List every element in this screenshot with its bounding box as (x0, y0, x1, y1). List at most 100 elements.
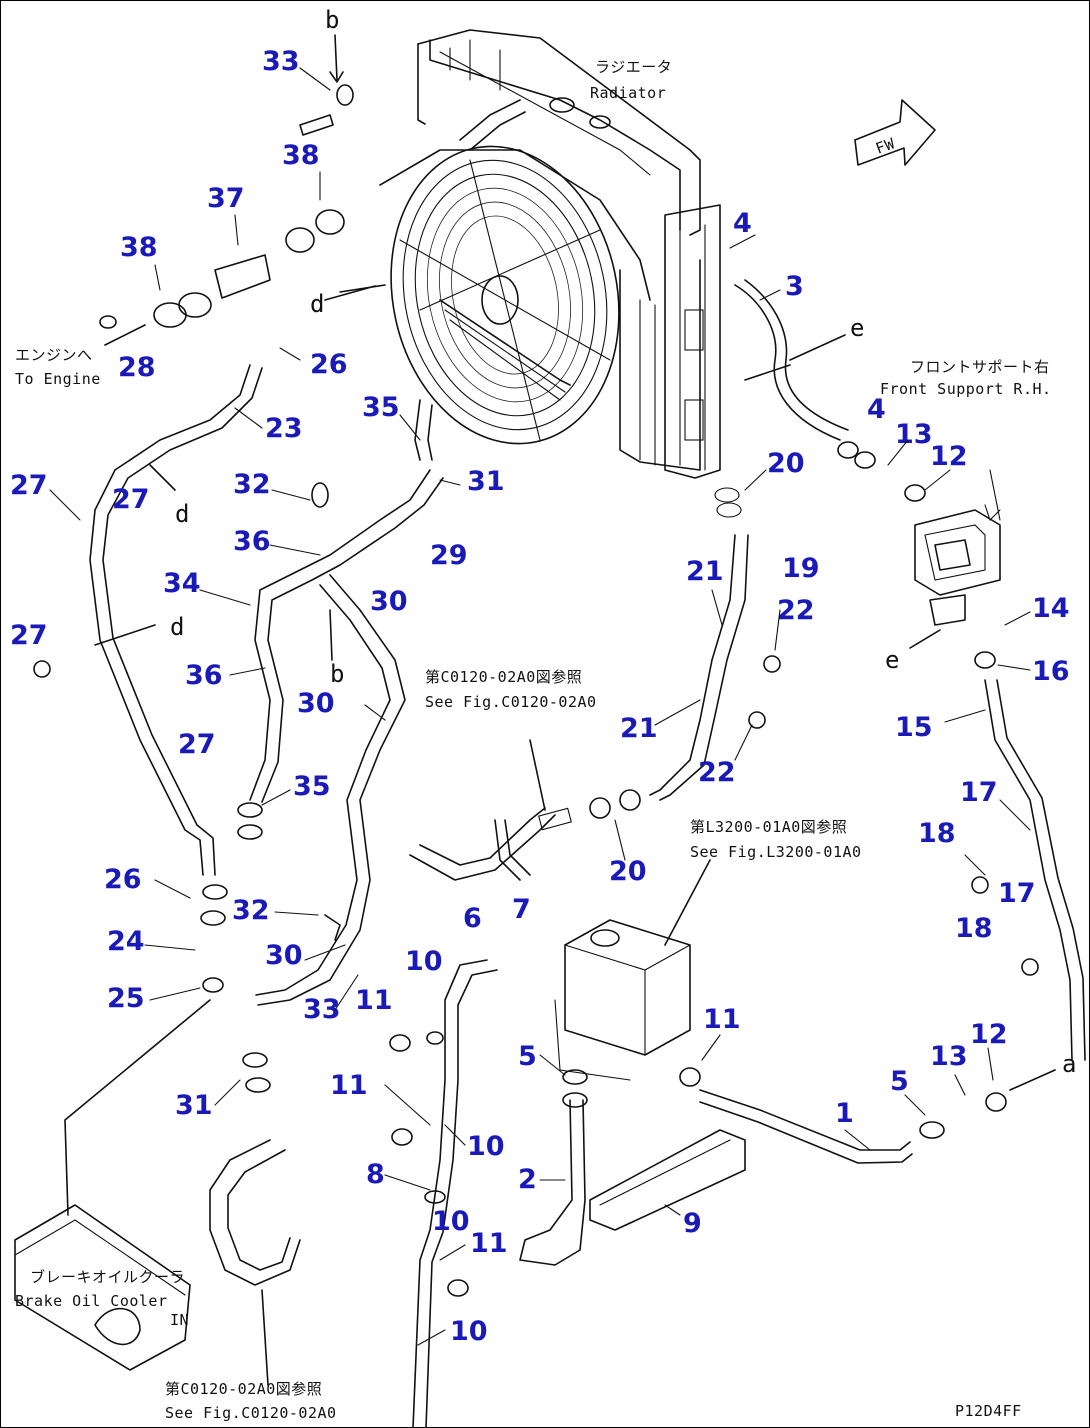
brake-oil-cooler (14, 1204, 191, 1371)
reserve-tank (554, 919, 691, 1081)
callout-20: 20 (767, 448, 805, 479)
callout-30b: 30 (297, 688, 335, 719)
pipe-2 (519, 1099, 586, 1266)
callout-9: 9 (683, 1208, 702, 1239)
callout-34: 34 (163, 568, 201, 599)
callout-37: 37 (207, 183, 245, 214)
pipe-8-10 (412, 959, 498, 1428)
callout-13b: 13 (930, 1041, 968, 1072)
callout-12: 12 (930, 441, 968, 472)
connection-letter: e (850, 314, 864, 342)
callout-4b: 4 (867, 394, 886, 425)
callout-32b: 32 (232, 895, 270, 926)
callout-26: 26 (310, 349, 348, 380)
connection-arrows (64, 34, 1056, 1386)
fittings (33, 84, 1039, 1297)
callout-1: 1 (835, 1098, 854, 1129)
hose-19 (649, 487, 749, 801)
ref-l3200-en: See Fig.L3200-01A0 (690, 843, 862, 861)
front-support-rh (914, 469, 1001, 626)
connection-letter: d (175, 500, 189, 528)
callout-numbers: 1 2 3 4 4 5 5 6 7 8 9 10 10 10 10 11 11 … (10, 46, 1070, 1347)
callout-11d: 11 (470, 1228, 508, 1259)
callout-17: 17 (960, 777, 998, 808)
callout-24: 24 (107, 926, 145, 957)
ref-l3200-jp: 第L3200-01A0図参照 (690, 818, 847, 836)
callout-27d: 27 (178, 729, 216, 760)
connection-letter: e (885, 646, 899, 674)
callout-29: 29 (430, 540, 468, 571)
hose-3 (734, 279, 849, 441)
hose-31 (209, 1139, 301, 1286)
radiator-assembly (379, 29, 721, 479)
callout-27c: 27 (10, 620, 48, 651)
connection-letter: b (330, 660, 344, 688)
connection-letter: b (325, 6, 339, 34)
callout-26b: 26 (104, 864, 142, 895)
callout-6: 6 (463, 903, 482, 934)
callout-35b: 35 (293, 771, 331, 802)
callout-21: 21 (686, 556, 724, 587)
callout-27: 27 (10, 470, 48, 501)
callout-35: 35 (362, 392, 400, 423)
hose-6 (409, 807, 572, 881)
callout-20b: 20 (609, 856, 647, 887)
callout-21b: 21 (620, 713, 658, 744)
callout-16: 16 (1032, 656, 1070, 687)
ref-c0120-a-jp: 第C0120-02A0図参照 (425, 668, 582, 686)
callout-30: 30 (370, 586, 408, 617)
connection-letter: d (310, 290, 324, 318)
connection-letter: a (1062, 1050, 1076, 1078)
callout-27b: 27 (112, 484, 150, 515)
callout-10: 10 (405, 946, 443, 977)
callout-33b: 33 (303, 994, 341, 1025)
connection-letters: b b d d d e e a (170, 6, 1076, 1078)
front-support-label-en: Front Support R.H. (880, 380, 1052, 398)
callout-5b: 5 (890, 1066, 909, 1097)
callout-7: 7 (512, 894, 531, 925)
callout-33: 33 (262, 46, 300, 77)
brake-oil-cooler-label-en: Brake Oil Cooler (15, 1292, 168, 1310)
callout-18b: 18 (955, 913, 993, 944)
callout-17b: 17 (998, 878, 1036, 909)
oil-cooler-9 (589, 1129, 746, 1231)
drawing-code: P12D4FF (955, 1402, 1022, 1420)
fw-mark: FW (873, 134, 898, 158)
callout-10c: 10 (432, 1206, 470, 1237)
ref-c0120-b-en: See Fig.C0120-02A0 (165, 1404, 337, 1422)
callout-11c: 11 (703, 1004, 741, 1035)
callout-22: 22 (777, 595, 815, 626)
callout-38b: 38 (120, 232, 158, 263)
ref-c0120-a-en: See Fig.C0120-02A0 (425, 693, 597, 711)
pipe-30 (255, 574, 406, 1006)
callout-32: 32 (233, 469, 271, 500)
callout-13: 13 (895, 419, 933, 450)
pipe-15-17 (984, 679, 1086, 1061)
callout-10b: 10 (467, 1131, 505, 1162)
callout-11b: 11 (330, 1070, 368, 1101)
to-engine-label-en: To Engine (15, 370, 101, 388)
radiator-label-en: Radiator (590, 84, 666, 102)
callout-19: 19 (782, 553, 820, 584)
callout-14: 14 (1032, 593, 1070, 624)
leader-lines (49, 67, 1031, 1346)
callout-36b: 36 (185, 660, 223, 691)
callout-4: 4 (733, 208, 752, 239)
callout-31: 31 (467, 466, 505, 497)
note-labels: ラジエータ Radiator エンジンへ To Engine フロントサポート右… (15, 58, 1052, 1422)
radiator-label-jp: ラジエータ (595, 58, 672, 76)
callout-10d: 10 (450, 1316, 488, 1347)
callout-23: 23 (265, 413, 303, 444)
callout-5: 5 (518, 1041, 537, 1072)
callout-15: 15 (895, 712, 933, 743)
hose-29 (249, 469, 444, 803)
callout-8: 8 (366, 1159, 385, 1190)
connection-letter: d (170, 613, 184, 641)
in-mark: IN (170, 1311, 189, 1329)
callout-38: 38 (282, 140, 320, 171)
pipe-1 (699, 1089, 913, 1164)
callout-36: 36 (233, 526, 271, 557)
callout-25: 25 (107, 983, 145, 1014)
callout-12b: 12 (970, 1019, 1008, 1050)
callout-2: 2 (518, 1164, 537, 1195)
